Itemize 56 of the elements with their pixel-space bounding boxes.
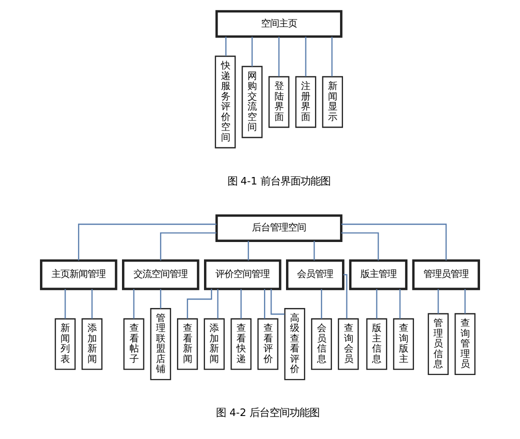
node-box: 管理联盟店铺 [150, 308, 172, 380]
node-box: 查看评价 [257, 318, 278, 370]
node-box: 空间主页 [215, 10, 342, 38]
node-box: 添加新闻 [82, 318, 102, 370]
connector [341, 224, 447, 260]
node-box: 查看新闻 [177, 318, 198, 370]
node-box: 管理员管理 [412, 259, 480, 290]
connector [278, 36, 280, 76]
connector [264, 289, 266, 319]
node-box: 后台管理空间 [215, 214, 342, 242]
connector [438, 289, 439, 314]
node-box: 查询版主 [393, 318, 414, 370]
connector [186, 288, 212, 319]
connector [399, 289, 401, 319]
label: 图 4-2 后台空间功能图 [216, 407, 320, 420]
connector [314, 240, 315, 260]
connector [64, 289, 66, 319]
node-box: 会员信息 [311, 318, 332, 370]
node-box: 查询会员 [338, 318, 359, 370]
node-box: 高级查看评价 [284, 308, 306, 380]
connector [248, 240, 249, 260]
connector [464, 289, 466, 314]
node-box: 评价空间管理 [204, 259, 282, 290]
connector [160, 289, 162, 309]
node-box: 交流空间管理 [122, 259, 200, 290]
connector [341, 232, 379, 260]
connector [376, 289, 378, 319]
connector [133, 289, 134, 319]
connector [270, 288, 285, 315]
node-box: 注册界面 [295, 76, 316, 128]
label: 图 4-1 前台界面功能图 [227, 175, 331, 188]
node-box: 查看帖子 [123, 318, 144, 370]
node-box: 添加新闻 [204, 318, 225, 370]
connector [225, 36, 226, 56]
node-box: 登陆界面 [268, 76, 290, 128]
connector [252, 36, 253, 66]
node-box: 网购交流空间 [242, 66, 263, 138]
connector [217, 289, 218, 319]
node-box: 查询管理员 [454, 313, 476, 376]
node-box: 会员管理 [286, 259, 344, 290]
connector [320, 289, 322, 319]
connector [305, 36, 306, 76]
connector [160, 232, 216, 260]
node-box: 新闻显示 [322, 76, 343, 128]
connector [240, 289, 242, 319]
node-box: 版主信息 [366, 318, 388, 370]
node-box: 查看快递 [230, 318, 252, 370]
node-box: 版主管理 [349, 259, 408, 290]
connector [78, 224, 216, 260]
node-box: 快递服务评价空间 [214, 56, 236, 148]
connector [91, 289, 93, 319]
connector [343, 274, 348, 319]
node-box: 管理员信息 [428, 313, 449, 376]
node-box: 新闻列表 [54, 318, 76, 370]
node-box: 主页新闻管理 [40, 259, 118, 290]
connector [331, 36, 333, 76]
